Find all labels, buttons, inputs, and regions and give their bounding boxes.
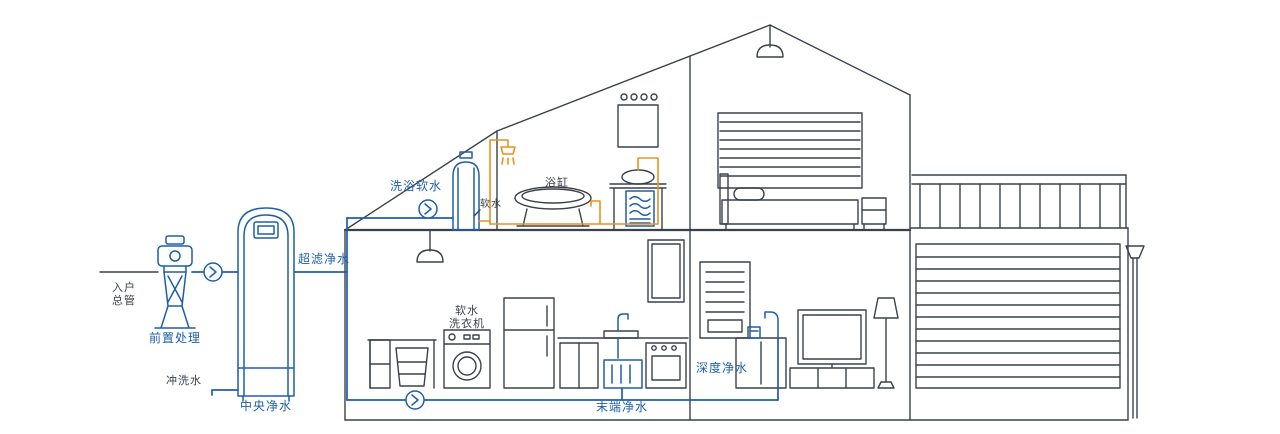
pendant-lamp-bedroom <box>756 24 784 58</box>
laundry-basket <box>395 347 429 387</box>
downspout-pipe <box>1132 257 1138 419</box>
deep-purifier-label: 深度净水 <box>696 360 748 375</box>
bathtub <box>514 186 592 227</box>
central-purifier-label: 中央净水 <box>240 398 292 413</box>
flush-water-label: 冲洗水 <box>166 373 202 387</box>
kitchen-laundry-furniture <box>367 239 689 389</box>
roof-railing-rails <box>911 174 1127 185</box>
kitchen-sink <box>603 330 639 339</box>
shower-riser <box>489 139 509 225</box>
living-room-furniture <box>699 261 899 389</box>
roof-outline <box>344 24 911 231</box>
nightstand <box>861 197 887 231</box>
window-blinds <box>717 112 863 189</box>
bed-pillow <box>733 187 765 201</box>
wall-cabinet <box>647 239 685 303</box>
window-blind-slats <box>719 121 861 177</box>
water-dispenser <box>747 311 779 401</box>
dispenser-table <box>735 337 787 389</box>
bed-headboard <box>719 173 729 225</box>
bedroom-furniture <box>717 112 887 231</box>
pipes-orange <box>478 139 659 225</box>
basin-faucet-pipe <box>637 157 659 225</box>
pendant-lamp-laundry <box>416 229 444 263</box>
under-sink-purifier <box>603 313 643 401</box>
terminal-purifier-label: 末端净水 <box>596 400 648 414</box>
shower-head-icon <box>500 146 516 165</box>
oven <box>645 342 687 389</box>
flush-pipe <box>211 389 239 396</box>
bath-cabinet-purifier <box>625 190 655 227</box>
flow-arrow-icon-ground <box>405 390 425 410</box>
inlet-main-label-line1: 入户 <box>112 280 136 294</box>
kitchen-counter <box>557 330 689 389</box>
tv-console <box>789 367 875 389</box>
garage-door <box>915 243 1121 389</box>
wash-basin <box>621 169 655 185</box>
washing-machine <box>443 329 491 389</box>
inlet-main-label-line2: 总管 <box>112 293 136 307</box>
roof-railing-posts <box>919 174 1127 229</box>
bathtub-label: 浴缸 <box>545 175 569 189</box>
mirror <box>617 104 659 148</box>
pre-filter-device <box>154 235 196 329</box>
mirror-lights <box>620 93 658 101</box>
pipes-blue <box>99 217 779 401</box>
shelf-cabinet <box>699 261 751 339</box>
dispenser-faucet-icon <box>764 311 779 339</box>
water-softener <box>452 151 480 231</box>
washer-label-line2: 洗衣机 <box>449 316 485 330</box>
kitchen-faucet-icon <box>617 313 629 332</box>
tub-faucet-icon <box>590 200 601 225</box>
bed-frame <box>721 199 859 225</box>
soft-water-pointer-line <box>473 209 481 217</box>
pre-treatment-label: 前置处理 <box>149 330 201 345</box>
bath-softener-label: 洗浴软水 <box>390 179 442 193</box>
water-cup-icon <box>747 326 761 339</box>
bed-legs <box>725 223 855 231</box>
soft-water-label: 软水 <box>480 197 502 210</box>
refrigerator <box>503 297 555 389</box>
garage-door-slats <box>915 256 1121 378</box>
flow-arrow-icon-inlet <box>203 262 223 282</box>
downspout-funnel-icon <box>1125 245 1145 259</box>
central-purifier-tank <box>237 207 295 402</box>
bathroom-fixtures <box>514 93 667 231</box>
washer-label-line1: 软水 <box>455 303 479 317</box>
television <box>797 309 867 369</box>
ultrafiltration-label: 超滤净水 <box>298 251 350 266</box>
floor-lamp <box>873 297 899 389</box>
flow-arrow-icon-softener <box>418 199 438 219</box>
house-structure <box>343 24 1145 421</box>
laundry-table <box>367 339 437 389</box>
